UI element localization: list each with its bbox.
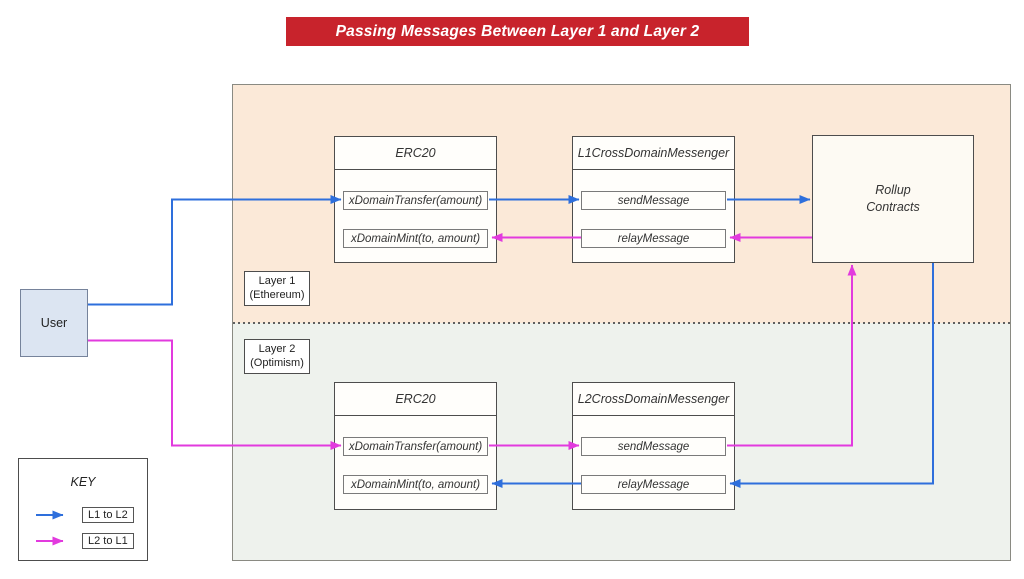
- l1-messenger-method-relaymessage: relayMessage: [581, 229, 726, 248]
- l2-erc20-method-xdomaintransfer: xDomainTransfer(amount): [343, 437, 488, 456]
- rollup-contracts-box: Rollup Contracts: [812, 135, 974, 263]
- key-badge-l2-to-l1: L2 to L1: [82, 533, 134, 549]
- key-legend-box: KEY L1 to L2 L2 to L1: [18, 458, 148, 561]
- page-title: Passing Messages Between Layer 1 and Lay…: [335, 22, 700, 40]
- l1-erc20-title: ERC20: [335, 137, 496, 170]
- layer2-label: Layer 2 (Optimism): [244, 339, 310, 374]
- key-entry-l1-to-l2: L1 to L2: [35, 507, 134, 523]
- user-label: User: [40, 316, 68, 330]
- layer1-label: Layer 1 (Ethereum): [244, 271, 310, 306]
- rollup-contracts-label-line1: Rollup: [875, 183, 911, 198]
- l2-erc20-method-xdomainmint: xDomainMint(to, amount): [343, 475, 488, 494]
- l1-erc20-method-xdomainmint: xDomainMint(to, amount): [343, 229, 488, 248]
- l1-erc20-box: ERC20 xDomainTransfer(amount) xDomainMin…: [334, 136, 497, 263]
- l2-messenger-box: L2CrossDomainMessenger sendMessage relay…: [572, 382, 735, 510]
- user-box: User: [20, 289, 88, 357]
- key-title: KEY: [70, 475, 96, 489]
- l1-to-l2-arrow-icon: [36, 510, 64, 520]
- l1-messenger-title: L1CrossDomainMessenger: [573, 137, 734, 170]
- key-entry-l2-to-l1: L2 to L1: [35, 533, 134, 549]
- layer1-label-line2: (Ethereum): [249, 288, 305, 301]
- l2-messenger-method-sendmessage: sendMessage: [581, 437, 726, 456]
- l1-messenger-box: L1CrossDomainMessenger sendMessage relay…: [572, 136, 735, 263]
- l2-erc20-box: ERC20 xDomainTransfer(amount) xDomainMin…: [334, 382, 497, 510]
- l1-messenger-method-sendmessage: sendMessage: [581, 191, 726, 210]
- layer2-label-line2: (Optimism): [250, 356, 304, 369]
- key-badge-l1-to-l2: L1 to L2: [82, 507, 134, 523]
- rollup-contracts-label-line2: Contracts: [866, 200, 920, 214]
- l2-erc20-title: ERC20: [335, 383, 496, 416]
- layer1-label-line1: Layer 1: [258, 274, 296, 287]
- l2-messenger-method-relaymessage: relayMessage: [581, 475, 726, 494]
- l2-messenger-title: L2CrossDomainMessenger: [573, 383, 734, 416]
- l2-to-l1-arrow-icon: [36, 536, 64, 546]
- l1-erc20-method-xdomaintransfer: xDomainTransfer(amount): [343, 191, 488, 210]
- layer-divider-dotted-line: [233, 322, 1010, 324]
- title-banner: Passing Messages Between Layer 1 and Lay…: [286, 17, 749, 46]
- layer2-label-line1: Layer 2: [258, 342, 296, 355]
